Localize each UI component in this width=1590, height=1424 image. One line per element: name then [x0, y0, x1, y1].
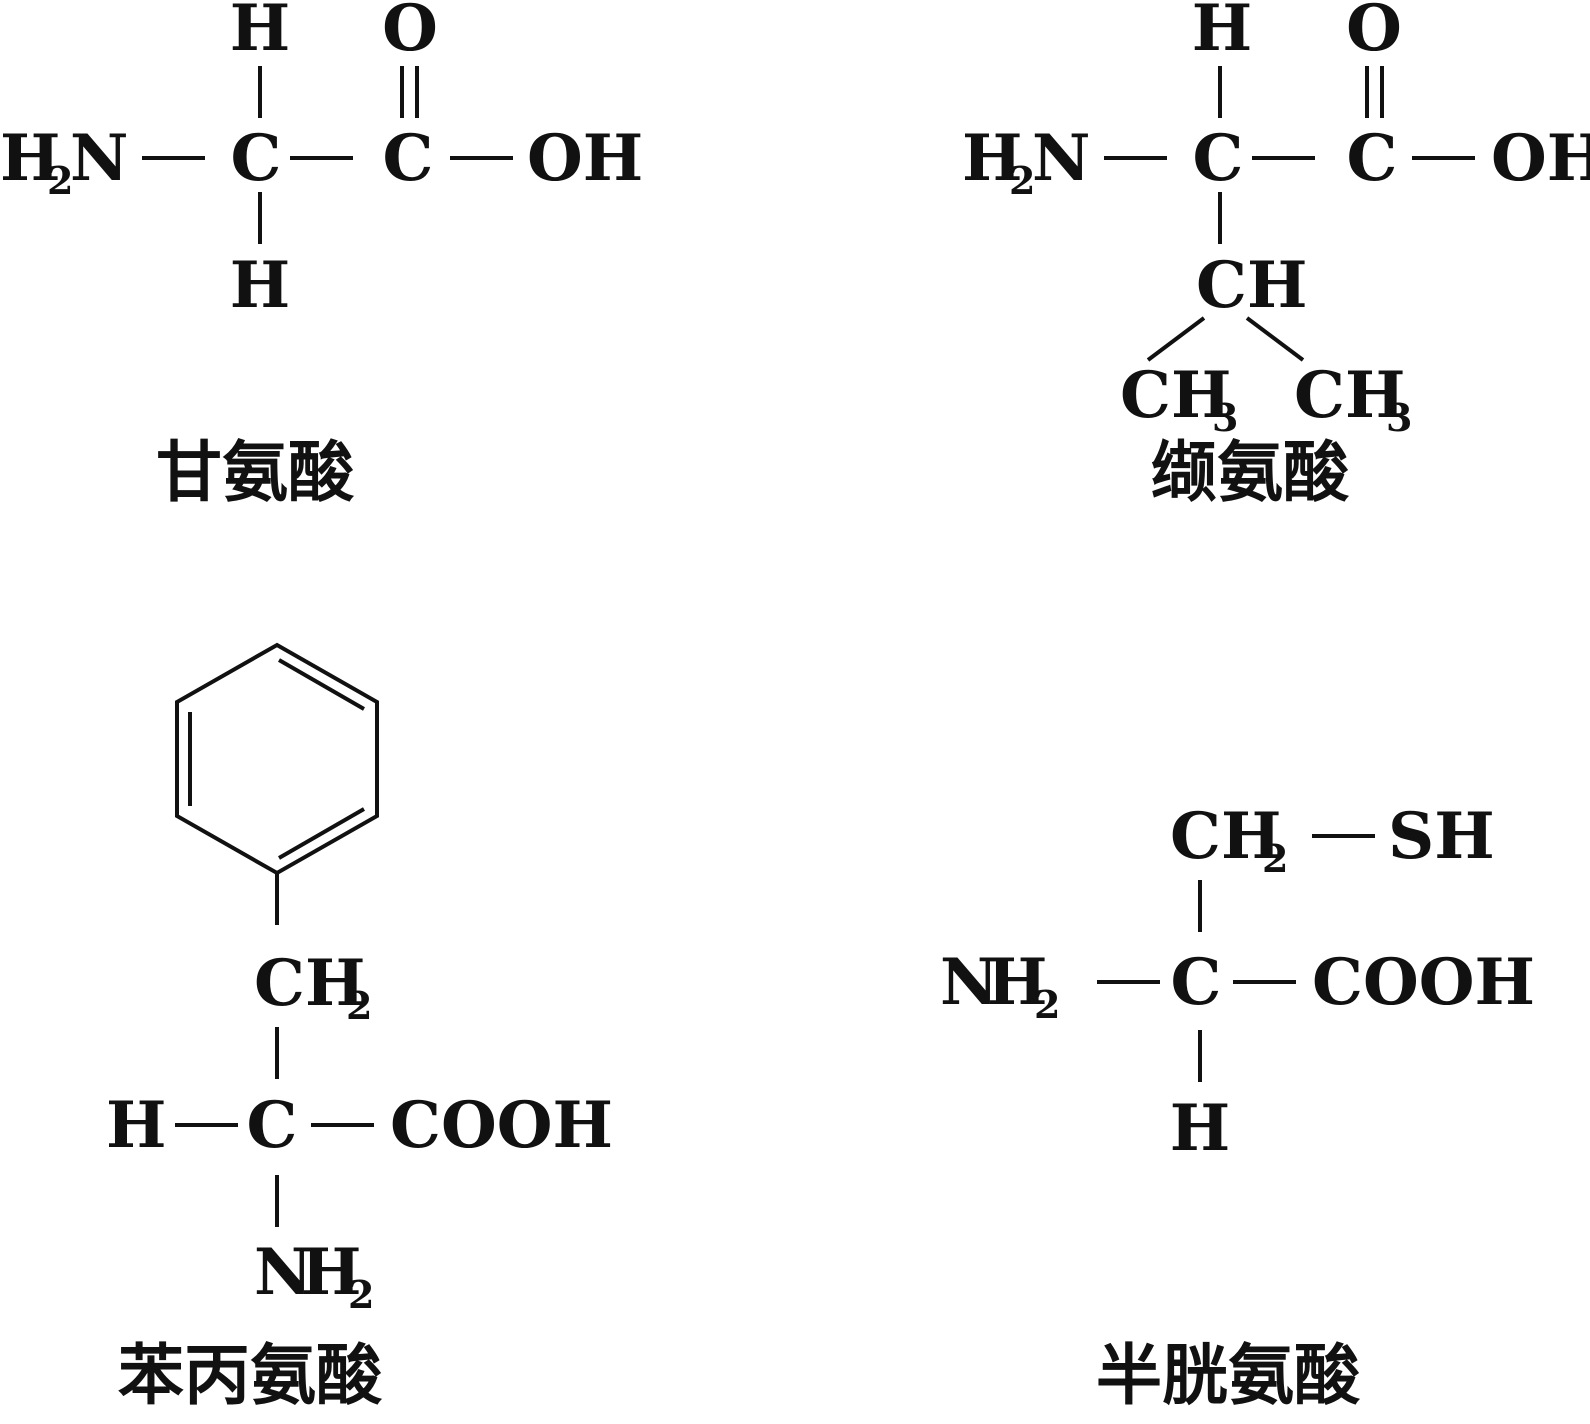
phenylalanine-structure: CH 2 H C COOH N H 2 — [106, 642, 613, 1317]
cysteine-amino-h: H — [987, 945, 1047, 1020]
phenylalanine-alpha-carbon: C — [247, 1088, 298, 1163]
glycine-amino-h: H — [0, 121, 60, 196]
cysteine-amino-subscript: 2 — [1034, 982, 1060, 1027]
glycine-label: 甘氨酸 — [156, 433, 355, 511]
valine-carbonyl-oxygen: O — [1346, 0, 1402, 66]
glycine-top-hydrogen: H — [230, 0, 290, 66]
cysteine-label: 半胱氨酸 — [1096, 1336, 1361, 1414]
valine-methyl-right-subscript: 3 — [1386, 395, 1412, 440]
cysteine-bottom-hydrogen: H — [1170, 1091, 1230, 1166]
glycine-amino-subscript: 2 — [47, 158, 73, 203]
phenylalanine-methylene-subscript: 2 — [346, 983, 372, 1028]
valine-alpha-carbon: C — [1193, 121, 1244, 196]
cysteine-methylene: CH — [1170, 799, 1281, 874]
cysteine-methylene-subscript: 2 — [1262, 836, 1288, 881]
glycine-amino-n: N — [70, 121, 129, 196]
phenylalanine-carboxyl: COOH — [390, 1088, 613, 1163]
valine-bond-ch-methyl-right — [1245, 316, 1305, 362]
cysteine-carboxyl: COOH — [1312, 945, 1535, 1020]
valine-carboxyl-carbon: C — [1347, 121, 1398, 196]
valine-amino-h: H — [962, 121, 1022, 196]
valine-top-hydrogen: H — [1192, 0, 1252, 66]
valine-label: 缬氨酸 — [1151, 433, 1350, 511]
phenylalanine-label: 苯丙氨酸 — [118, 1336, 383, 1414]
valine-methyl-left: CH — [1120, 358, 1231, 433]
glycine-structure: H O H 2 N C C OH H — [0, 0, 643, 323]
benzene-ring — [175, 642, 379, 876]
valine-methyl-right: CH — [1294, 358, 1405, 433]
valine-methyl-left-subscript: 3 — [1212, 395, 1238, 440]
benzene-inner-bond-1 — [278, 658, 365, 711]
phenylalanine-amino: N — [254, 1235, 313, 1310]
phenylalanine-methylene: CH — [254, 946, 365, 1021]
cysteine-thiol: SH — [1388, 799, 1495, 874]
cysteine-amino: N — [940, 945, 999, 1020]
glycine-carbonyl-oxygen: O — [382, 0, 438, 66]
benzene-inner-bond-3 — [278, 807, 365, 860]
glycine-alpha-carbon: C — [231, 121, 282, 196]
glycine-hydroxyl: OH — [527, 121, 643, 196]
cysteine-structure: CH 2 SH N H 2 C COOH H — [940, 799, 1535, 1166]
phenylalanine-amino-h: H — [301, 1235, 361, 1310]
glycine-bottom-hydrogen: H — [230, 248, 290, 323]
valine-amino-subscript: 2 — [1009, 158, 1035, 203]
cysteine-alpha-carbon: C — [1171, 945, 1222, 1020]
glycine-carboxyl-carbon: C — [383, 121, 434, 196]
valine-structure: H O H 2 N C C OH CH CH 3 CH 3 — [962, 0, 1590, 440]
phenylalanine-amino-subscript: 2 — [348, 1272, 374, 1317]
valine-hydroxyl: OH — [1491, 121, 1590, 196]
valine-bond-ch-methyl-left — [1146, 316, 1206, 362]
valine-methine: CH — [1196, 248, 1307, 323]
phenylalanine-left-hydrogen: H — [106, 1088, 166, 1163]
valine-amino-n: N — [1032, 121, 1091, 196]
